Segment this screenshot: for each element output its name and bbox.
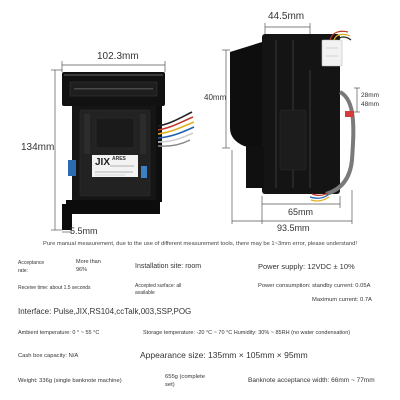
receive-time: Receive time: about 1.5 seconds [18,285,91,291]
cable-red [157,116,194,131]
cable-end-blue [309,194,329,199]
dim-label-side-right-upper: 28mm [361,92,380,99]
storage-temperature: Storage temperature: -20 °C ~ 70 °C Humi… [143,330,351,336]
power-consumption: Power consumption: standby current: 0.05… [258,283,371,289]
right-connector [141,166,147,178]
dim-label-side-depth: 44.5mm [268,11,305,22]
ambient-temperature: Ambient temperature: 0 ° ~ 55 °C [18,330,100,336]
side-panel [279,109,307,171]
top-wire-red [329,30,349,41]
dim-label-front-tab: 5.5mm [70,226,98,236]
flange-highlight [64,74,163,76]
cable-end-red [311,192,329,196]
top-connector [321,39,343,67]
front-window [95,117,135,149]
appearance-size: Appearance size: 135mm × 105mm × 95mm [140,350,308,360]
dim-label-side-body: 65mm [288,207,314,217]
acceptance-rate-value: More than 96% [76,259,101,273]
front-view-device [62,72,195,230]
front-side-plate [156,106,162,202]
dim-label-side-total: 93.5mm [277,223,310,233]
weight-set: 655g (complete set) [165,374,205,388]
maximum-current: Maximum current: 0.7A [312,297,372,303]
front-guide-left [84,114,90,154]
left-connector [68,160,76,176]
cable-blue [157,126,195,139]
side-rib [309,70,311,188]
side-rib [275,40,277,188]
power-supply: Power supply: 12VDC ± 10% [258,262,355,271]
device-model: ARES [112,156,126,162]
acceptance-rate-label: Acceptance rate: [18,260,45,274]
side-cable [325,90,356,196]
dimension-lines [51,23,360,233]
cable-white [157,132,194,143]
side-bezel [230,42,262,150]
product-diagram [51,23,360,233]
installation-site: Installation site: room [135,263,202,270]
front-guide-right [140,114,146,154]
dim-label-side-bezel: 40mm [204,93,227,102]
dim-label-front-width: 102.3mm [97,51,139,62]
side-view-device [230,30,356,202]
flange-slot-shine [74,88,153,90]
cash-box-capacity: Cash box capacity: N/A [18,353,79,359]
top-wire-black [337,36,352,41]
accepted-surface: Accepted surface: all available [135,283,182,296]
cable-grey [157,139,191,147]
cable-yellow [157,121,195,135]
top-wire-yellow [333,33,351,41]
banknote-width: Banknote acceptance width: 66mm ~ 77mm [248,377,375,384]
dim-label-front-height: 134mm [21,142,55,153]
measurement-note: Pure manual measurement, due to the use … [43,241,357,247]
cable-tag [345,111,354,117]
interface: Interface: Pulse,JIX,RS104,ccTalk,003,SS… [18,307,192,316]
side-lower-bezel [246,146,264,188]
dim-label-side-right-lower: 48mm [361,101,380,108]
weight-single: Weight: 336g (single banknote machine) [18,378,122,384]
device-brand: JIX [95,157,111,168]
cable-end-yellow [310,196,330,202]
cable-black [157,111,193,127]
front-base [66,200,160,214]
front-mount-tab [62,204,72,230]
